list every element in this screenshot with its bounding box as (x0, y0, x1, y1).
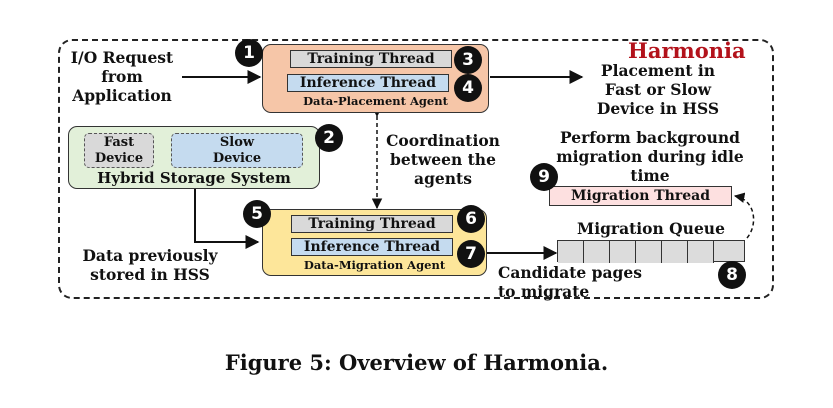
harmonia-title: Harmonia (628, 38, 746, 63)
badge-7: 7 (457, 240, 485, 268)
hss-label: Hybrid Storage System (97, 169, 291, 187)
migration-training-thread: Training Thread (291, 215, 453, 233)
queue-slot (558, 241, 584, 263)
migration-agent-label: Data-Migration Agent (303, 258, 446, 272)
placement-output-text: Placement in Fast or Slow Device in HSS (596, 61, 720, 118)
badge-4: 4 (454, 74, 482, 102)
arrow-hss-to-migration (194, 189, 260, 249)
badge-5: 5 (243, 200, 271, 228)
queue-slot (662, 241, 688, 263)
coordination-text: Coordination between the agents (386, 131, 500, 188)
badge-6: 6 (457, 205, 485, 233)
migration-queue (557, 240, 745, 263)
queue-slot (688, 241, 714, 263)
badge-8: 8 (718, 261, 746, 289)
fast-device: Fast Device (84, 133, 154, 168)
figure-caption: Figure 5: Overview of Harmonia. (224, 350, 609, 375)
placement-inference-thread: Inference Thread (287, 74, 449, 92)
queue-slot (610, 241, 636, 263)
badge-9: 9 (530, 163, 558, 191)
migration-queue-label: Migration Queue (577, 219, 725, 238)
badge-1: 1 (235, 39, 263, 67)
migration-thread: Migration Thread (549, 186, 732, 206)
migration-inference-thread: Inference Thread (291, 238, 453, 256)
background-migration-text: Perform background migration during idle… (556, 128, 744, 185)
placement-training-thread: Training Thread (290, 50, 452, 68)
slow-device: Slow Device (171, 133, 303, 168)
placement-agent-label: Data-Placement Agent (303, 94, 448, 108)
queue-slot (636, 241, 662, 263)
candidate-pages-text: Candidate pages to migrate (498, 263, 642, 301)
harmonia-frame (58, 39, 774, 299)
badge-3: 3 (454, 46, 482, 74)
io-request-text: I/O Request from Application (70, 48, 174, 105)
queue-slot (584, 241, 610, 263)
data-previously-text: Data previously stored in HSS (82, 246, 218, 284)
badge-2: 2 (315, 124, 343, 152)
